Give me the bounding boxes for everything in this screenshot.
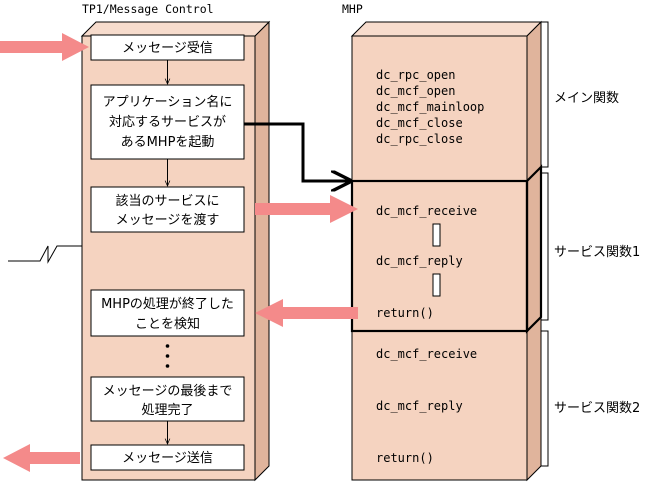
svg-text:処理完了: 処理完了 bbox=[141, 403, 193, 418]
svg-text:アプリケーション名に: アプリケーション名に bbox=[103, 94, 233, 110]
vertical-ellipsis bbox=[165, 344, 170, 368]
mhp-panel bbox=[350, 20, 543, 482]
main-function-label: メイン関数 bbox=[554, 91, 619, 106]
return-to-tp1-arrow bbox=[255, 299, 358, 327]
break-mark bbox=[8, 245, 82, 264]
wait-bar bbox=[432, 273, 441, 297]
svg-text:dc_mcf_receive: dc_mcf_receive bbox=[376, 347, 477, 361]
incoming-message-arrow bbox=[0, 33, 89, 61]
service-function-1: dc_mcf_receive dc_mcf_reply return() bbox=[376, 204, 477, 320]
svg-text:メッセージを渡す: メッセージを渡す bbox=[116, 212, 220, 228]
svg-text:dc_mcf_reply: dc_mcf_reply bbox=[376, 254, 463, 268]
svg-text:MHPの処理が終了した: MHPの処理が終了した bbox=[101, 296, 234, 312]
step-pass-message: 該当のサービスに メッセージを渡す bbox=[90, 186, 245, 233]
mhp-title: MHP bbox=[342, 2, 363, 16]
svg-text:メッセージ送信: メッセージ送信 bbox=[122, 451, 213, 466]
svg-text:dc_mcf_mainloop: dc_mcf_mainloop bbox=[376, 100, 484, 114]
tp1-title: TP1/Message Control bbox=[82, 2, 214, 16]
svg-text:ことを検知: ことを検知 bbox=[135, 316, 200, 332]
service1-bracket bbox=[541, 172, 549, 321]
step-send: メッセージ送信 bbox=[90, 444, 245, 471]
main-function-list: dc_rpc_open dc_mcf_open dc_mcf_mainloop … bbox=[376, 68, 484, 146]
wait-bar bbox=[432, 223, 441, 247]
step-receive: メッセージ受信 bbox=[90, 34, 245, 61]
svg-text:該当のサービスに: 該当のサービスに bbox=[115, 193, 219, 209]
svg-text:あるMHPを起動: あるMHPを起動 bbox=[121, 135, 215, 150]
step-detect-end: MHPの処理が終了した ことを検知 bbox=[90, 289, 245, 337]
svg-text:dc_mcf_receive: dc_mcf_receive bbox=[376, 204, 477, 218]
pass-to-service-arrow bbox=[255, 195, 358, 223]
main-bracket bbox=[541, 21, 549, 168]
svg-text:dc_rpc_open: dc_rpc_open bbox=[376, 68, 455, 82]
svg-text:return(): return() bbox=[376, 451, 434, 465]
svg-text:dc_mcf_close: dc_mcf_close bbox=[376, 116, 463, 130]
service-function-1-label: サービス関数1 bbox=[554, 245, 640, 260]
step-complete: メッセージの最後まで 処理完了 bbox=[90, 376, 245, 422]
svg-text:return(): return() bbox=[376, 306, 434, 320]
service2-bracket bbox=[541, 330, 549, 467]
svg-text:対応するサービスが: 対応するサービスが bbox=[109, 115, 226, 130]
svg-text:dc_mcf_reply: dc_mcf_reply bbox=[376, 399, 463, 413]
svg-text:dc_rpc_close: dc_rpc_close bbox=[376, 132, 463, 146]
service-function-2: dc_mcf_receive dc_mcf_reply return() bbox=[376, 347, 477, 465]
service-function-2-label: サービス関数2 bbox=[554, 401, 640, 416]
svg-text:dc_mcf_open: dc_mcf_open bbox=[376, 84, 455, 98]
outgoing-message-arrow bbox=[3, 444, 80, 472]
start-mhp-arrow bbox=[244, 122, 350, 181]
step-start-mhp: アプリケーション名に 対応するサービスが あるMHPを起動 bbox=[90, 84, 245, 160]
svg-text:メッセージの最後まで: メッセージの最後まで bbox=[103, 384, 233, 399]
svg-text:メッセージ受信: メッセージ受信 bbox=[122, 41, 213, 56]
